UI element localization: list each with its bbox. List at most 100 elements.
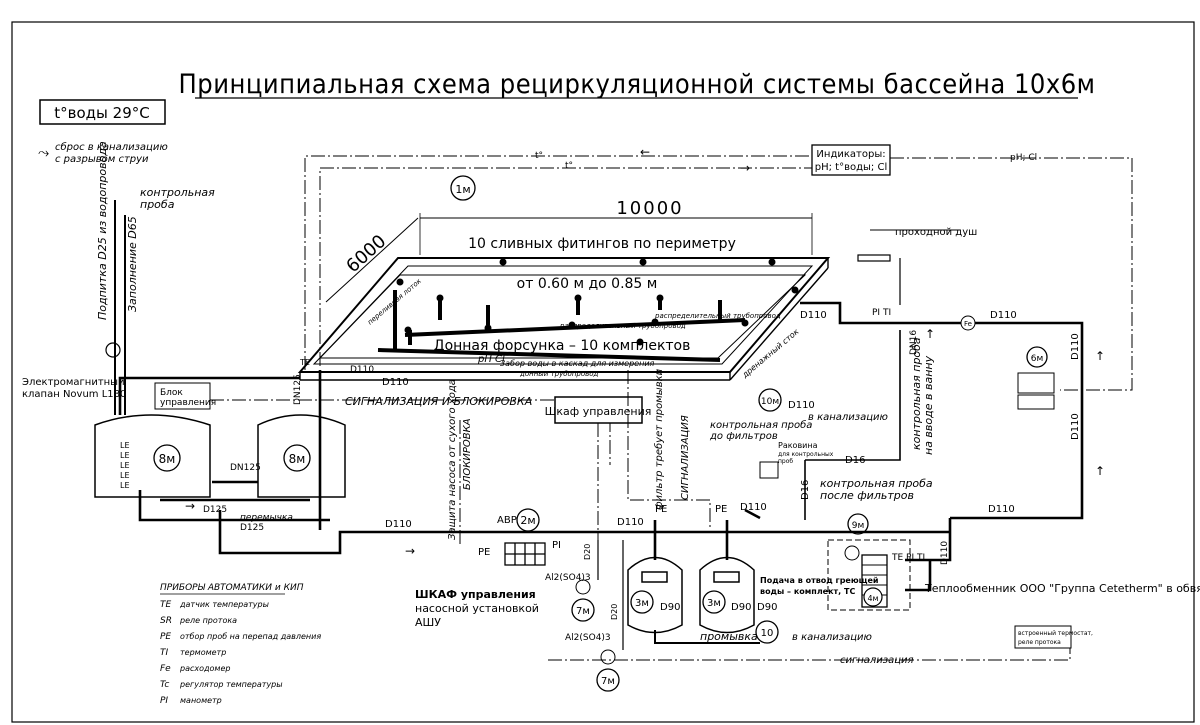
flow-arrow-2: → [740, 161, 750, 175]
d125-label: D125 [203, 505, 227, 515]
svg-text:10м: 10м [761, 397, 779, 407]
drain-fittings-label: 10 сливных фитингов по периметру [468, 236, 736, 252]
tank-2-marker: 8м [283, 444, 311, 472]
solenoid-label: Электромагнитный [22, 377, 125, 388]
filter-2 [699, 556, 755, 634]
water-temp-box: t°воды 29°C [39, 99, 166, 125]
d110-top-label: D110 [800, 310, 827, 321]
dry-run-label-2: БЛОКИРОВКА [462, 418, 473, 490]
dosing-station-marker: 6м [1017, 346, 1055, 410]
filter-signal-line [627, 370, 711, 530]
ph-cl-signal-label: pH; Cl [1010, 153, 1037, 163]
sink-label-2: для контрольных [778, 451, 834, 458]
sink-icon [759, 461, 779, 479]
d110-right-label: D110 [988, 504, 1015, 515]
svg-text:t°воды 29°C: t°воды 29°C [54, 104, 149, 122]
legend-item-text: манометр [180, 696, 222, 705]
t-signal-label: t° [535, 151, 543, 161]
d110-filter-label: D110 [740, 502, 767, 513]
legend-item-code: TI [160, 648, 168, 658]
control-cabinet: Шкаф управления [545, 396, 652, 424]
flush-pipe [654, 630, 760, 644]
sewer-marker-1: 10м [758, 388, 782, 412]
d16-label: D16 [845, 455, 865, 466]
te-pi-label: TE PI TI [891, 553, 925, 563]
pool-bath-marker: 1м [450, 175, 476, 201]
flush-label: промывка [700, 630, 758, 643]
signal-line-bottom [548, 640, 1071, 661]
pool-ph-cl-label: pH Cl [477, 354, 505, 365]
legend-item-text: датчик температуры [179, 600, 269, 609]
svg-text:LE: LE [120, 441, 130, 450]
svg-text:2м: 2м [520, 514, 535, 527]
d110-vertical-right: D110 [1070, 413, 1081, 440]
d16-vertical-label: D16 [800, 480, 811, 500]
d90-label-3: D90 [757, 602, 777, 613]
drain-fittings [396, 258, 799, 346]
svg-text:LE: LE [120, 471, 130, 480]
d110-bottom-label: D110 [385, 519, 412, 530]
pool-length-dimension: 10000 [616, 198, 683, 219]
bottom-distribution-pipes [377, 290, 746, 362]
d110-sewer-label: D110 [788, 400, 815, 411]
reagent-dosing-1: Al2(SO4)3 7м [545, 573, 595, 622]
svg-text:Блок: Блок [160, 388, 183, 398]
dry-run-label: Защита насоса от сухого хода [447, 379, 458, 540]
svg-text:3м: 3м [635, 598, 649, 609]
d110-hx-label: D110 [940, 541, 950, 565]
te-pool-label: TE [299, 358, 310, 367]
dn125-label: DN125 [230, 463, 261, 473]
svg-text:сброс в канализацию: сброс в канализацию [55, 141, 168, 153]
water-feed-line [105, 200, 126, 415]
heat-supply-label-2: воды – комплект, TC [760, 587, 855, 596]
svg-text:↑: ↑ [1095, 349, 1105, 363]
svg-text:Индикаторы:: Индикаторы: [816, 149, 885, 160]
solenoid-label-2: клапан Novum L180 [22, 389, 126, 400]
legend-item-code: PI [160, 696, 168, 706]
d90-label-2: D90 [731, 602, 751, 613]
svg-text:LE: LE [120, 461, 130, 470]
legend-item-text: реле протока [179, 616, 237, 625]
heat-exchanger-label: Теплообменник ООО "Группа Cetetherm" в о… [924, 582, 1200, 595]
to-sewer-label-2: в канализацию [792, 632, 872, 643]
discharge-icon: ⤳ [38, 145, 49, 161]
filter-1-marker: 3м [630, 590, 654, 614]
signal-block-label: СИГНАЛИЗАЦИЯ И БЛОКИРОВКА [345, 395, 532, 408]
reagent-dosing-2: Al2(SO4)3 7м [565, 633, 620, 692]
control-inlet-label: контрольная проба [910, 337, 923, 450]
svg-text:LE: LE [120, 481, 130, 490]
indicators-box: Индикаторы: pH; t°воды; Cl [811, 144, 891, 176]
flowmeter-fe: Fe [960, 315, 976, 331]
nozzles-label: Донная форсунка – 10 комплектов [434, 338, 691, 354]
legend-title: ПРИБОРЫ АВТОМАТИКИ и КИП [160, 583, 304, 593]
svg-text:8м: 8м [159, 452, 176, 466]
control-sample-after: контрольная проба [820, 477, 933, 490]
pe-label-filter-2: PE [715, 504, 727, 515]
svg-text:→: → [185, 499, 195, 513]
bottom-pipe-label: донный трубопровод [519, 370, 599, 378]
dn125-vertical-label: DN125 [293, 374, 303, 405]
pool-width-dimension: 6000 [342, 231, 390, 277]
control-sample-filter-2: до фильтров [709, 431, 778, 442]
svg-text:8м: 8м [289, 452, 306, 466]
heat-supply-label: Подача в отвод греющей [760, 576, 879, 585]
control-inlet-label-2: на вводе в ванну [922, 355, 935, 455]
fill-label: Заполнение D65 [126, 216, 139, 312]
dn16-label: DN16 [909, 330, 919, 355]
distribution-pipe-label-2: распределительный трубопровод [654, 312, 781, 320]
svg-text:управления: управления [160, 398, 216, 408]
sink-label: Раковина [778, 441, 818, 450]
d20-label-2: D20 [610, 604, 619, 620]
pump-group [504, 542, 546, 566]
t-signal-label-2: t° [565, 161, 573, 171]
flow-arrows: → ↑ ↑ ↑ [185, 327, 1105, 513]
svg-text:встроенный термостат,: встроенный термостат, [1018, 630, 1093, 637]
filter-2-marker: 3м [702, 590, 726, 614]
svg-text:ШКАФ управления: ШКАФ управления [415, 588, 536, 601]
d90-label-1: D90 [660, 602, 680, 613]
flowmeter-marker: 9м [847, 513, 869, 535]
d110-return-label: D110 [382, 377, 409, 388]
svg-text:7м: 7м [601, 676, 615, 687]
svg-text:Шкаф управления: Шкаф управления [545, 405, 652, 418]
